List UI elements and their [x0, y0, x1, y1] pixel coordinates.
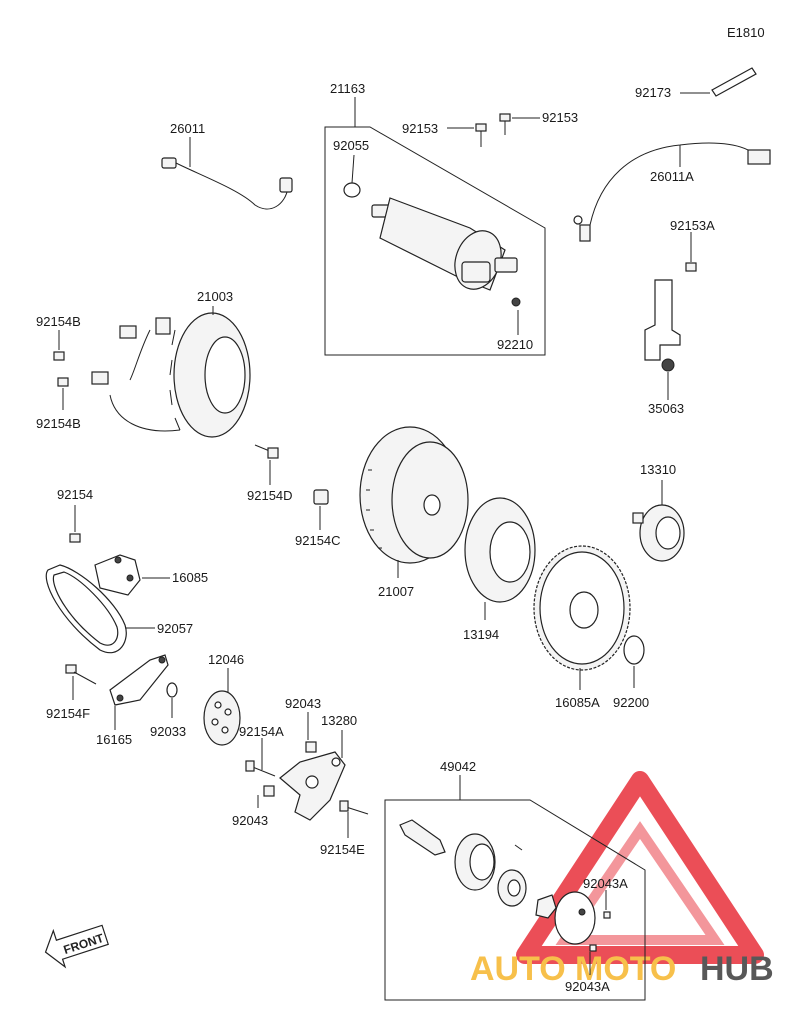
- bolt-92153-a: 92153: [402, 121, 487, 147]
- label-92057[interactable]: 92057: [157, 621, 193, 636]
- washer-92200: 92200: [613, 635, 649, 710]
- label-92154C[interactable]: 92154C: [295, 533, 341, 548]
- bolt-92154C: 92154C: [295, 489, 341, 548]
- label-92154[interactable]: 92154: [57, 487, 93, 502]
- clutch-group-49042: 49042: [384, 759, 646, 1001]
- bolt-92153-b: 92153: [499, 110, 578, 135]
- chain-92057: 92057: [45, 564, 193, 654]
- pin-92043-top: 92043: [285, 696, 321, 753]
- label-21003[interactable]: 21003: [197, 289, 233, 304]
- label-92154E[interactable]: 92154E: [320, 842, 365, 857]
- label-92153A[interactable]: 92153A: [670, 218, 715, 233]
- holder-13280: 13280: [279, 713, 357, 821]
- label-16085A[interactable]: 16085A: [555, 695, 600, 710]
- label-16085[interactable]: 16085: [172, 570, 208, 585]
- label-21007[interactable]: 21007: [378, 584, 414, 599]
- label-13280[interactable]: 13280: [321, 713, 357, 728]
- band-92173: 92173: [635, 67, 757, 100]
- label-92043A-top[interactable]: 92043A: [583, 876, 628, 891]
- label-92153-b[interactable]: 92153: [542, 110, 578, 125]
- plate-12046: 12046: [203, 652, 244, 746]
- bolt-92154F: 92154F: [46, 664, 97, 721]
- bolt-92154B-bottom: 92154B: [36, 377, 81, 431]
- label-92200[interactable]: 92200: [613, 695, 649, 710]
- label-13194[interactable]: 13194: [463, 627, 499, 642]
- coupling-13194: 13194: [463, 497, 536, 642]
- starter-motor: [371, 197, 521, 307]
- bolt-92154: 92154: [57, 487, 93, 543]
- bolt-92154A: 92154A: [239, 724, 284, 777]
- label-92154F[interactable]: 92154F: [46, 706, 90, 721]
- front-arrow: FRONT: [44, 924, 109, 969]
- watermark-triangle: [516, 771, 764, 964]
- bolt-92153A: 92153A: [670, 218, 715, 272]
- label-13310[interactable]: 13310: [640, 462, 676, 477]
- watermark: AUTO MOTO HUB: [470, 771, 774, 988]
- label-92043-bottom[interactable]: 92043: [232, 813, 268, 828]
- stator-21003: 21003: [91, 289, 251, 438]
- label-26011[interactable]: 26011: [170, 121, 205, 136]
- label-35063[interactable]: 35063: [648, 401, 684, 416]
- bolt-92154E: 92154E: [320, 800, 369, 857]
- label-92210[interactable]: 92210: [497, 337, 533, 352]
- pin-92043-bottom: 92043: [232, 785, 275, 828]
- label-92055[interactable]: 92055: [333, 138, 369, 153]
- circlip-92033: 92033: [150, 682, 186, 739]
- watermark-moto: MOTO: [575, 950, 676, 988]
- gear-13310: 13310: [632, 462, 685, 562]
- rotor-21007: 21007: [359, 426, 469, 599]
- label-21163[interactable]: 21163: [330, 81, 365, 96]
- label-92154D[interactable]: 92154D: [247, 488, 293, 503]
- label-49042[interactable]: 49042: [440, 759, 476, 774]
- label-92033[interactable]: 92033: [150, 724, 186, 739]
- label-92043A-bottom[interactable]: 92043A: [565, 979, 610, 994]
- starter-motor-group: 21163 92055 92210: [324, 81, 546, 356]
- label-92043-top[interactable]: 92043: [285, 696, 321, 711]
- watermark-auto: AUTO: [470, 950, 566, 988]
- label-12046[interactable]: 12046: [208, 652, 244, 667]
- label-26011A[interactable]: 26011A: [650, 169, 694, 184]
- bolt-92154D: 92154D: [247, 444, 293, 503]
- label-92154B-bottom[interactable]: 92154B: [36, 416, 81, 431]
- label-92154B-top[interactable]: 92154B: [36, 314, 81, 329]
- label-92154A[interactable]: 92154A: [239, 724, 284, 739]
- watermark-hub: HUB: [700, 950, 774, 988]
- ground-cable-26011A: 26011A: [573, 142, 771, 242]
- label-92173[interactable]: 92173: [635, 85, 671, 100]
- bracket-35063: 35063: [644, 279, 684, 416]
- label-16165[interactable]: 16165: [96, 732, 132, 747]
- lead-wire-26011: 26011: [161, 121, 293, 210]
- cover-16165: 16165: [96, 654, 169, 747]
- bolt-92154B-top: 92154B: [36, 314, 81, 361]
- guide-16085: 16085: [94, 554, 208, 596]
- diagram-code: E1810: [727, 25, 765, 40]
- gear-16085A: 16085A: [533, 545, 631, 710]
- label-92153-a[interactable]: 92153: [402, 121, 438, 136]
